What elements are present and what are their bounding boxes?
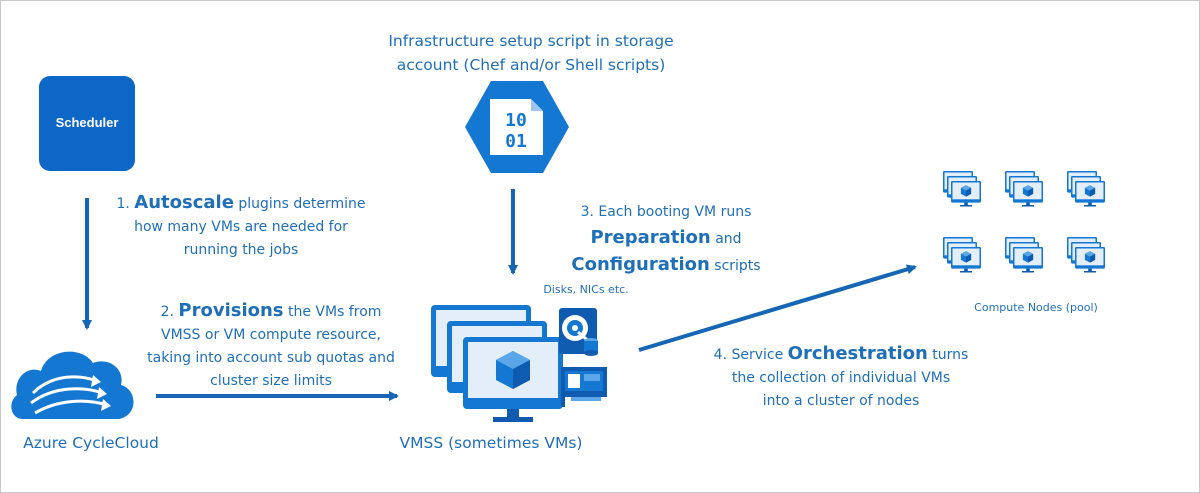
infrastructure-line-2: account (Chef and/or Shell scripts) <box>396 56 666 74</box>
step-3-and: and <box>715 231 742 247</box>
step-2-line-4: cluster size limits <box>210 373 332 389</box>
infrastructure-line-1: Infrastructure setup script in storage <box>388 32 674 50</box>
step-1-bold: Autoscale <box>134 192 234 213</box>
step-4-line-2: the collection of individual VMs <box>731 370 951 386</box>
step-4-rest: turns <box>932 347 969 363</box>
arrow-vmss-to-compute-nodes <box>638 264 917 352</box>
step-3-bold-2: Configuration <box>571 254 710 275</box>
storage-script-hex-icon <box>465 81 569 173</box>
vmss-monitors-icon <box>431 305 563 422</box>
step-2-provisions: 2. Provisions the VMs from VMSS or VM co… <box>131 299 411 393</box>
scheduler-tile <box>39 76 135 171</box>
step-1-number: 1. <box>116 196 130 212</box>
step-4-number: 4. Service <box>713 347 784 363</box>
hex-digits-bottom: 01 <box>505 131 527 152</box>
disks-nics-label: Disks, NICs etc. <box>543 283 629 296</box>
compute-node-pool-icon <box>943 171 1105 273</box>
step-4-bold: Orchestration <box>787 343 928 364</box>
vmss-label: VMSS (sometimes VMs) <box>399 434 583 452</box>
step-2-rest: the VMs from <box>287 304 382 320</box>
disk-icon <box>559 308 598 356</box>
scheduler-label: Scheduler <box>55 115 119 130</box>
step-3-bold-1: Preparation <box>590 227 711 248</box>
nic-icon <box>561 367 607 407</box>
step-1-autoscale: 1. Autoscale plugins determine how many … <box>91 191 391 262</box>
step-1-line-2: how many VMs are needed for <box>134 219 348 235</box>
compute-nodes-label: Compute Nodes (pool) <box>974 301 1098 314</box>
step-4-line-3: into a cluster of nodes <box>762 393 920 409</box>
hex-digits-top: 10 <box>505 110 527 131</box>
azure-cyclecloud-label: Azure CycleCloud <box>23 434 159 452</box>
step-1-rest: plugins determine <box>238 196 366 212</box>
step-2-bold: Provisions <box>178 300 284 321</box>
step-4-orchestration: 4. Service Orchestration turns the colle… <box>691 342 991 413</box>
step-3-line-1: 3. Each booting VM runs <box>580 204 752 220</box>
step-3-scripts: 3. Each booting VM runs Preparation and … <box>541 199 791 279</box>
step-1-line-3: running the jobs <box>183 242 299 258</box>
step-2-line-2: VMSS or VM compute resource, <box>161 327 381 343</box>
infrastructure-script-label: Infrastructure setup script in storage a… <box>341 29 721 77</box>
step-2-line-3: taking into account sub quotas and <box>147 350 395 366</box>
azure-cyclecloud-logo-icon <box>11 351 134 419</box>
step-3-scripts-word: scripts <box>714 258 761 274</box>
step-2-number: 2. <box>160 304 174 320</box>
